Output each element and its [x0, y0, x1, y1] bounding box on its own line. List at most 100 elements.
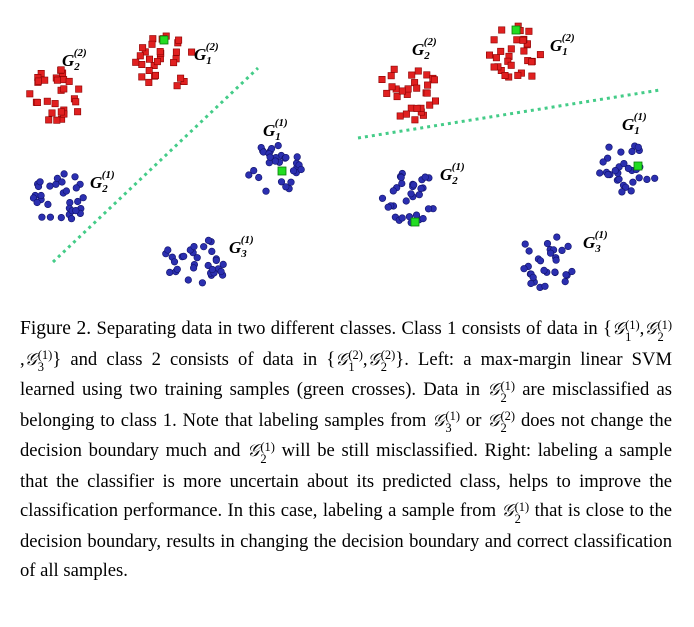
class1-sample: [190, 243, 198, 251]
class2-sample: [528, 58, 536, 66]
class1-sample: [37, 191, 45, 200]
class2-sample: [136, 52, 144, 60]
class2-sample: [501, 72, 509, 80]
class2-sample: [146, 55, 154, 63]
class2-sample: [430, 76, 438, 84]
class1-sample: [635, 174, 643, 182]
class2-sample: [34, 77, 42, 85]
class2-sample: [53, 76, 61, 84]
class2-sample: [74, 108, 82, 116]
class1-sample: [282, 154, 290, 162]
class2-sample: [26, 90, 34, 98]
class1-sample: [245, 171, 253, 179]
class2-sample: [413, 104, 421, 112]
class2-sample: [497, 47, 505, 55]
class1-sample: [541, 282, 549, 290]
class2-sample: [57, 108, 65, 116]
cluster-label-g1-1: G1(1): [263, 117, 288, 143]
figure-label: Figure 2.: [20, 318, 92, 339]
figure-2-illustration: G2(2)G1(2)G1(1)G2(1)G3(1) G2(2)G1(2)G1(1…: [0, 0, 694, 300]
class1-sample: [564, 242, 572, 250]
class2-sample: [173, 82, 181, 90]
class1-sample: [628, 147, 636, 156]
class1-sample: [46, 182, 54, 190]
caption-text: }. Left: a max-margin linear SVM learned…: [20, 348, 672, 401]
class1-sample: [617, 148, 625, 156]
class1-sample: [520, 265, 528, 273]
class1-sample: [424, 205, 433, 213]
class2-sample: [152, 71, 160, 79]
class1-sample: [217, 267, 225, 276]
class1-sample: [402, 197, 410, 205]
cluster-label-g1-2: G1(2): [194, 41, 219, 67]
class1-sample: [212, 256, 220, 265]
class1-sample: [611, 167, 619, 175]
left-data-points: [26, 32, 305, 287]
training-sample-marker: [410, 217, 420, 227]
decision-boundary-right: [357, 88, 661, 140]
class2-sample: [490, 36, 498, 44]
class1-sample: [277, 178, 286, 186]
class1-sample: [170, 258, 179, 266]
class1-sample: [615, 175, 623, 183]
class2-sample: [177, 74, 185, 82]
class2-sample: [490, 63, 498, 71]
class1-sample: [561, 278, 569, 286]
caption-text: that is close to the decision boundary, …: [20, 500, 672, 581]
class1-sample: [389, 187, 397, 195]
class2-sample: [507, 61, 515, 69]
class2-sample: [402, 110, 410, 118]
class2-sample: [398, 87, 406, 95]
class1-sample: [193, 254, 201, 262]
class1-sample: [634, 143, 642, 151]
class1-sample: [164, 246, 172, 254]
class2-sample: [423, 71, 431, 79]
class1-sample: [282, 183, 290, 191]
class1-sample: [412, 211, 421, 219]
class1-sample: [540, 266, 548, 275]
cluster-label-g2-1: G2(1): [90, 169, 115, 195]
class1-sample: [384, 203, 392, 211]
class1-sample: [551, 268, 559, 276]
cluster-label-g3-1: G3(1): [583, 229, 608, 255]
class2-sample: [170, 59, 178, 67]
class2-sample: [413, 84, 421, 92]
cluster-label-g2-2: G2(2): [412, 36, 437, 62]
class1-sample: [622, 183, 630, 191]
class2-sample: [525, 27, 533, 35]
class1-sample: [67, 215, 76, 223]
class2-sample: [528, 72, 536, 80]
class1-sample: [266, 153, 274, 161]
class1-sample: [44, 200, 52, 208]
class1-sample: [250, 167, 258, 175]
cluster-label-g2-1: G2(1): [440, 161, 465, 187]
class2-sample: [156, 48, 164, 56]
class2-sample: [492, 54, 500, 62]
class1-sample: [604, 171, 612, 179]
class1-sample: [287, 178, 295, 186]
class2-sample: [423, 89, 431, 97]
class2-sample: [507, 45, 515, 53]
class2-sample: [498, 26, 506, 34]
right-cluster-labels: G2(2)G1(2)G1(1)G2(1)G3(1): [412, 32, 647, 255]
class1-sample: [546, 249, 555, 257]
class1-sample: [536, 257, 545, 265]
class1-sample: [190, 264, 198, 272]
class2-sample: [520, 47, 528, 55]
class1-sample: [71, 173, 79, 181]
cluster-label-g1-2: G1(2): [550, 32, 575, 58]
class2-sample: [424, 81, 432, 89]
class1-sample: [620, 160, 628, 168]
class2-sample: [536, 51, 544, 59]
class2-sample: [426, 101, 434, 109]
class1-sample: [58, 178, 66, 186]
caption-text: does not change the decision boundary mu…: [20, 409, 672, 462]
class2-sample: [41, 76, 49, 84]
caption-text: } and class 2 consists of data in {: [52, 348, 336, 370]
class1-sample: [180, 252, 188, 260]
class2-sample: [390, 65, 398, 73]
cluster-label-g3-1: G3(1): [229, 234, 254, 260]
class1-sample: [198, 279, 206, 287]
class1-sample: [289, 167, 298, 175]
caption-text: will be still misclassified. Right: labe…: [20, 440, 672, 521]
